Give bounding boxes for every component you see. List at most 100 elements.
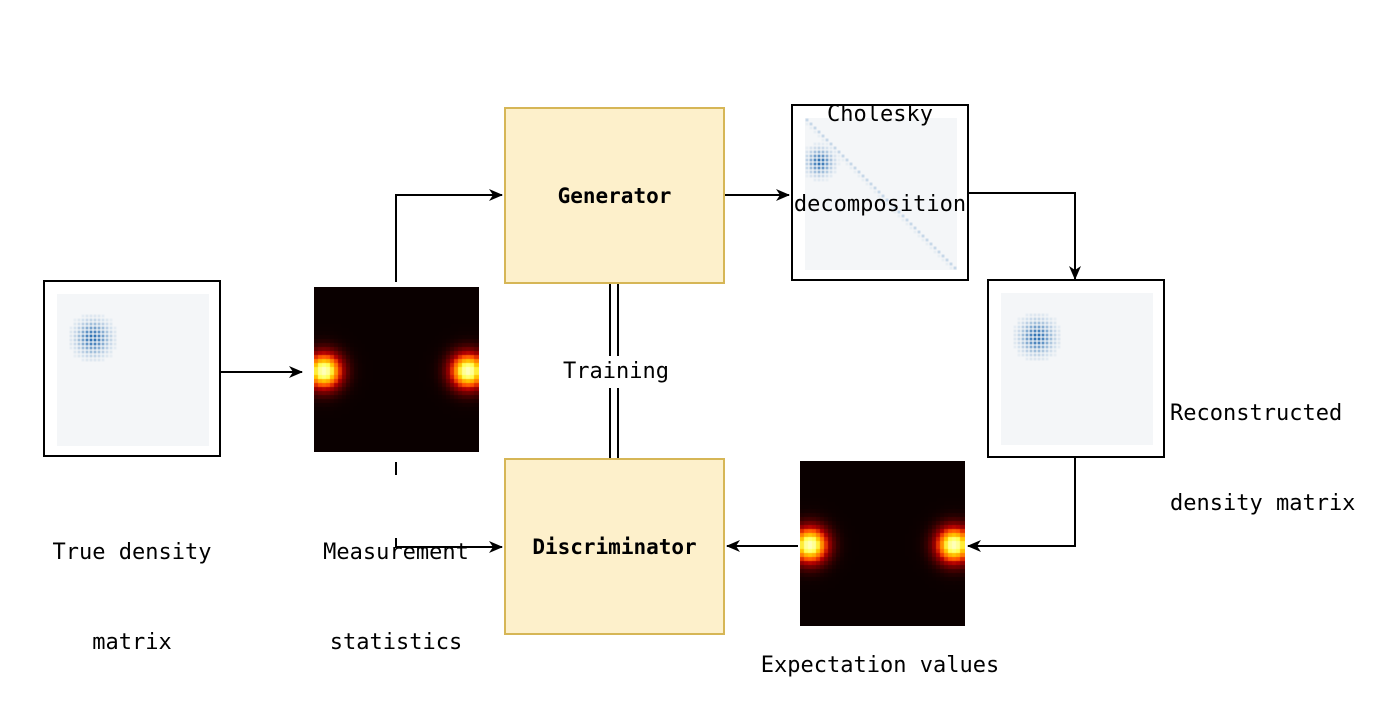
- matrix-cell: [837, 154, 841, 158]
- matrix-cell: [825, 150, 829, 154]
- matrix-cell: [1021, 321, 1025, 325]
- matrix-cell: [77, 326, 81, 330]
- training-caption: Training: [563, 359, 669, 384]
- matrix-cell: [1033, 317, 1037, 321]
- matrix-cell: [81, 358, 85, 362]
- matrix-cell: [1029, 325, 1033, 329]
- matrix-cell: [809, 146, 813, 150]
- matrix-cell: [1045, 337, 1049, 341]
- matrix-cell: [85, 334, 89, 338]
- matrix-cell: [109, 338, 113, 342]
- matrix-cell: [89, 314, 93, 318]
- matrix-cell: [1049, 329, 1053, 333]
- cholesky-caption: Cholesky decomposition: [793, 102, 967, 217]
- matrix-cell: [1017, 329, 1021, 333]
- matrix-cell: [1041, 321, 1045, 325]
- matrix-cell: [1041, 333, 1045, 337]
- matrix-cell: [69, 326, 73, 330]
- arrow-cholesky-to-reconstructed: [969, 192, 1081, 280]
- matrix-cell: [97, 314, 101, 318]
- matrix-cell: [93, 354, 97, 358]
- matrix-cell: [833, 170, 837, 174]
- matrix-cell: [929, 242, 933, 246]
- matrix-cell: [813, 158, 817, 162]
- matrix-cell: [81, 314, 85, 318]
- matrix-cell: [1041, 325, 1045, 329]
- matrix-cell: [809, 126, 813, 130]
- matrix-cell: [1021, 333, 1025, 337]
- matrix-cell: [77, 322, 81, 326]
- matrix-cell: [105, 338, 109, 342]
- matrix-cell: [881, 194, 885, 198]
- matrix-cell: [1049, 333, 1053, 337]
- matrix-cell: [825, 146, 829, 150]
- matrix-cell: [73, 322, 77, 326]
- matrix-cell: [1033, 321, 1037, 325]
- matrix-cell: [805, 174, 809, 178]
- matrix-cell: [1017, 341, 1021, 345]
- matrix-cell: [953, 266, 957, 270]
- matrix-cell: [77, 350, 81, 354]
- matrix-cell: [1033, 329, 1037, 333]
- matrix-background: [1001, 293, 1153, 445]
- matrix-cell: [1037, 321, 1041, 325]
- matrix-cell: [77, 342, 81, 346]
- matrix-cell: [1029, 357, 1033, 361]
- matrix-cell: [93, 338, 97, 342]
- matrix-cell: [1033, 349, 1037, 353]
- reconstructed-caption: Reconstructed density matrix: [1170, 401, 1356, 516]
- matrix-cell: [85, 326, 89, 330]
- matrix-cell: [829, 154, 833, 158]
- matrix-cell: [93, 358, 97, 362]
- matrix-cell: [89, 350, 93, 354]
- matrix-cell: [101, 326, 105, 330]
- matrix-cell: [101, 358, 105, 362]
- matrix-cell: [833, 154, 837, 158]
- matrix-cell: [89, 354, 93, 358]
- matrix-cell: [1049, 349, 1053, 353]
- matrix-cell: [805, 154, 809, 158]
- matrix-cell: [821, 178, 825, 182]
- matrix-cell: [77, 334, 81, 338]
- matrix-cell: [913, 226, 917, 230]
- matrix-cell: [105, 322, 109, 326]
- matrix-cell: [1017, 317, 1021, 321]
- matrix-cell: [1053, 341, 1057, 345]
- matrix-cell: [1017, 333, 1021, 337]
- arrow-measurement-to-discriminator: [395, 538, 503, 553]
- matrix-cell: [1049, 345, 1053, 349]
- matrix-cell: [1021, 349, 1025, 353]
- matrix-cell: [805, 166, 809, 170]
- matrix-cell: [1017, 345, 1021, 349]
- matrix-cell: [1045, 357, 1049, 361]
- matrix-cell: [73, 318, 77, 322]
- discriminator-box: Discriminator: [504, 458, 725, 635]
- matrix-cell: [1029, 341, 1033, 345]
- matrix-cell: [1041, 317, 1045, 321]
- matrix-cell: [77, 354, 81, 358]
- matrix-cell: [901, 214, 905, 218]
- matrix-cell: [1045, 317, 1049, 321]
- matrix-cell: [901, 218, 905, 222]
- matrix-cell: [81, 326, 85, 330]
- matrix-cell: [949, 266, 953, 270]
- matrix-cell: [829, 158, 833, 162]
- matrix-cell: [1029, 337, 1033, 341]
- matrix-cell: [97, 318, 101, 322]
- generator-box: Generator: [504, 107, 725, 284]
- matrix-cell: [805, 170, 809, 174]
- matrix-cell: [73, 342, 77, 346]
- matrix-cell: [1049, 325, 1053, 329]
- matrix-cell: [809, 154, 813, 158]
- matrix-cell: [821, 142, 825, 146]
- matrix-cell: [1057, 337, 1061, 341]
- matrix-cell: [869, 186, 873, 190]
- matrix-cell: [813, 150, 817, 154]
- matrix-cell: [889, 202, 893, 206]
- matrix-cell: [69, 334, 73, 338]
- matrix-cell: [1021, 345, 1025, 349]
- matrix-cell: [821, 154, 825, 158]
- matrix-cell: [937, 254, 941, 258]
- matrix-cell: [109, 326, 113, 330]
- matrix-cell: [809, 174, 813, 178]
